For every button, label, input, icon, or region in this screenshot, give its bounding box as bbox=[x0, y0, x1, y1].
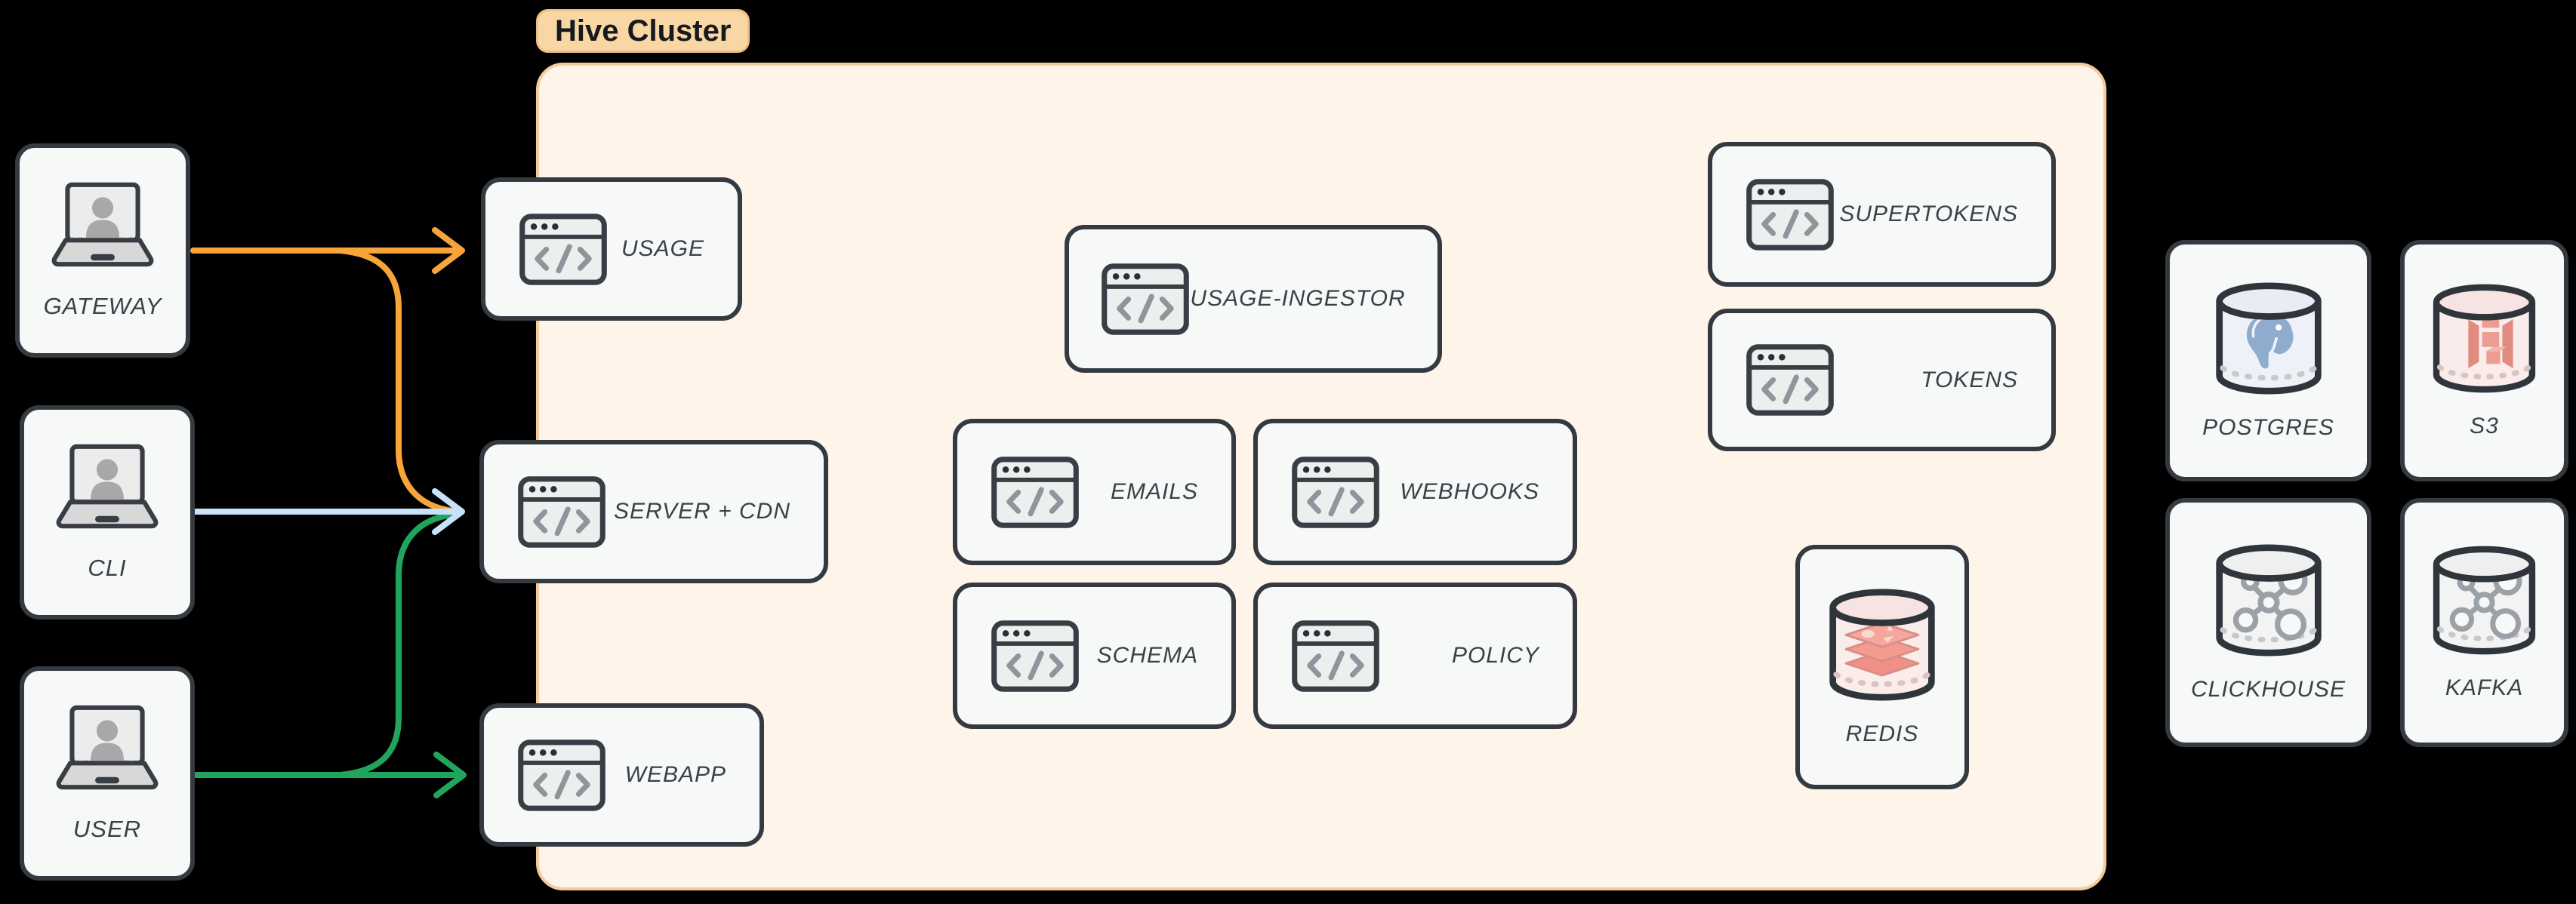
browser-code-icon bbox=[1291, 620, 1380, 693]
browser-code-icon bbox=[517, 739, 606, 812]
service-node-label: POLICY bbox=[1451, 643, 1539, 668]
datastore-node-label: KAFKA bbox=[2445, 675, 2524, 700]
client-node-gateway: GATEWAY bbox=[15, 143, 190, 358]
datastore-node-label: CLICKHOUSE bbox=[2190, 676, 2346, 702]
datastore-node-redis: REDIS bbox=[1795, 545, 1969, 789]
flow-user-to-webapp-arrow bbox=[188, 752, 467, 798]
client-node-label: USER bbox=[72, 815, 142, 842]
laptop-user-icon bbox=[50, 705, 165, 790]
service-node-webhooks: WEBHOOKS bbox=[1253, 419, 1577, 565]
browser-code-icon bbox=[517, 475, 606, 549]
service-node-usage: USAGE bbox=[481, 177, 742, 321]
clickhouse-database-icon bbox=[2208, 543, 2329, 657]
service-node-schema: SCHEMA bbox=[953, 583, 1236, 729]
browser-code-icon bbox=[1746, 343, 1835, 417]
datastore-node-label: REDIS bbox=[1845, 721, 1919, 746]
browser-code-icon bbox=[1101, 263, 1190, 336]
kafka-database-icon bbox=[2426, 545, 2543, 656]
browser-code-icon bbox=[1291, 456, 1380, 529]
service-node-label: WEBHOOKS bbox=[1400, 479, 1539, 504]
s3-database-icon bbox=[2426, 283, 2543, 394]
service-node-emails: EMAILS bbox=[953, 419, 1236, 565]
client-node-label: GATEWAY bbox=[43, 292, 162, 319]
browser-code-icon bbox=[519, 213, 608, 286]
service-node-supertokens: SUPERTOKENS bbox=[1708, 142, 2056, 287]
client-node-label: CLI bbox=[88, 554, 127, 581]
flow-cli-to-server-arrow bbox=[189, 488, 465, 535]
flow-user-to-server-branch bbox=[337, 512, 456, 778]
client-node-user: USER bbox=[20, 666, 195, 881]
datastore-node-label: S3 bbox=[2470, 413, 2499, 438]
service-node-label: EMAILS bbox=[1110, 479, 1198, 504]
datastore-node-s3: S3 bbox=[2400, 240, 2568, 481]
service-node-label: TOKENS bbox=[1921, 367, 2018, 392]
laptop-user-icon bbox=[50, 444, 165, 529]
redis-database-icon bbox=[1822, 588, 1943, 702]
service-node-webapp: WEBAPP bbox=[479, 703, 764, 847]
client-node-cli: CLI bbox=[20, 405, 195, 620]
laptop-user-icon bbox=[45, 182, 160, 267]
service-node-label: SCHEMA bbox=[1096, 643, 1198, 668]
service-node-usage-ingestor: USAGE-INGESTOR bbox=[1065, 225, 1442, 373]
flow-gateway-to-usage-arrow bbox=[190, 227, 465, 274]
hive-cluster-title: Hive Cluster bbox=[555, 14, 732, 48]
datastore-node-clickhouse: CLICKHOUSE bbox=[2165, 498, 2371, 747]
service-node-label: USAGE bbox=[621, 236, 704, 261]
service-node-label: USAGE-INGESTOR bbox=[1190, 286, 1406, 311]
service-node-label: WEBAPP bbox=[624, 762, 726, 787]
datastore-node-label: POSTGRES bbox=[2202, 414, 2334, 440]
service-node-policy: POLICY bbox=[1253, 583, 1577, 729]
service-node-tokens: TOKENS bbox=[1708, 309, 2056, 451]
datastore-node-kafka: KAFKA bbox=[2400, 498, 2568, 747]
postgres-database-icon bbox=[2208, 281, 2329, 395]
service-node-server-cdn: SERVER + CDN bbox=[479, 440, 828, 583]
browser-code-icon bbox=[991, 456, 1080, 529]
hive-cluster-label-pill: Hive Cluster bbox=[536, 9, 750, 53]
service-node-label: SERVER + CDN bbox=[613, 499, 790, 524]
flow-gateway-to-server-branch bbox=[337, 248, 456, 514]
service-node-label: SUPERTOKENS bbox=[1839, 201, 2018, 226]
datastore-node-postgres: POSTGRES bbox=[2165, 240, 2371, 481]
browser-code-icon bbox=[991, 620, 1080, 693]
browser-code-icon bbox=[1746, 178, 1835, 251]
